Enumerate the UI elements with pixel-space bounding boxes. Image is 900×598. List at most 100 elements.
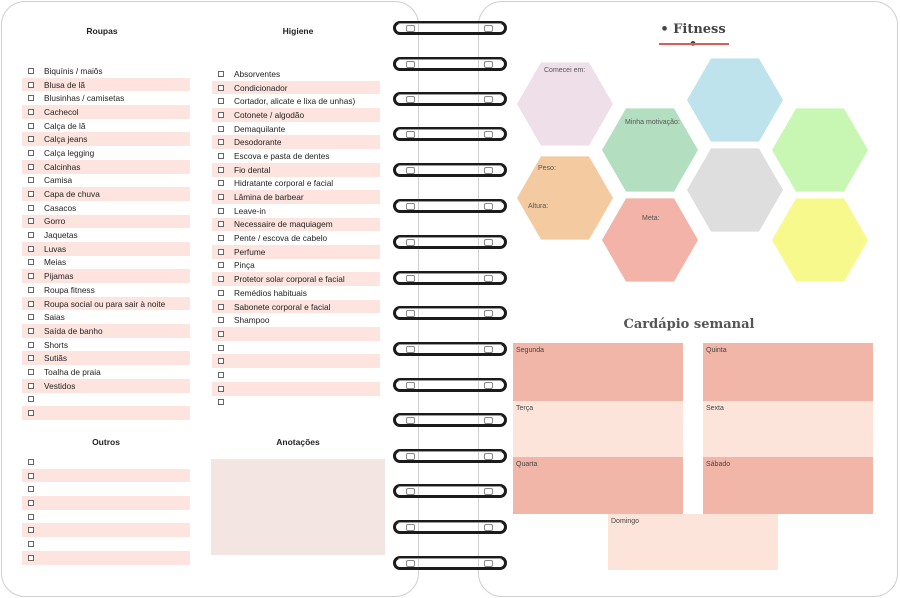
checkbox[interactable]: [218, 276, 224, 283]
checkbox[interactable]: [28, 286, 34, 293]
checkbox[interactable]: [218, 344, 224, 351]
checkbox[interactable]: [28, 108, 34, 115]
checkbox[interactable]: [218, 221, 224, 228]
anotacoes-box[interactable]: [211, 459, 385, 555]
checkbox[interactable]: [28, 191, 34, 198]
checkbox[interactable]: [28, 122, 34, 129]
day-box-quinta[interactable]: Quinta: [703, 343, 873, 401]
checkbox[interactable]: [28, 327, 34, 334]
fitness-hexagon[interactable]: [772, 108, 868, 192]
checkbox[interactable]: [218, 180, 224, 187]
checklist-item: Roupa fitness: [22, 283, 190, 297]
fitness-hexagon-label: Altura:: [528, 203, 548, 210]
checkbox[interactable]: [218, 207, 224, 214]
fitness-hexagon[interactable]: [517, 156, 613, 240]
checklist-item: [22, 468, 190, 483]
checklist-item-label: Pijamas: [44, 271, 74, 282]
fitness-hexagon[interactable]: [772, 198, 868, 282]
checklist-item-label: Remédios habituais: [234, 287, 307, 298]
checkbox[interactable]: [218, 248, 224, 255]
checkbox[interactable]: [218, 98, 224, 105]
checkbox[interactable]: [218, 358, 224, 365]
checkbox[interactable]: [28, 396, 34, 403]
checkbox[interactable]: [28, 67, 34, 74]
checklist-item-label: Cachecol: [44, 106, 79, 117]
checklist-item: Capa de chuva: [22, 187, 190, 201]
checkbox[interactable]: [218, 166, 224, 173]
checkbox[interactable]: [28, 499, 34, 506]
day-label-terca: Terça: [516, 405, 534, 412]
fitness-hexagon[interactable]: [687, 148, 783, 232]
checkbox[interactable]: [28, 204, 34, 211]
checkbox[interactable]: [28, 540, 34, 547]
checklist-item: Gorro: [22, 214, 190, 229]
fitness-hexagon[interactable]: [517, 62, 613, 146]
checkbox[interactable]: [218, 317, 224, 324]
checkbox[interactable]: [28, 273, 34, 280]
checklist-item: Meias: [22, 256, 190, 270]
checklist-item: Absorventes: [212, 67, 380, 81]
checklist-item-label: Protetor solar corporal e facial: [234, 274, 345, 285]
checklist-item: Saída de banho: [22, 324, 190, 338]
checkbox[interactable]: [28, 95, 34, 102]
checkbox[interactable]: [28, 513, 34, 520]
checklist-item: Condicionador: [212, 80, 380, 95]
day-box-quarta[interactable]: Quarta: [513, 457, 683, 514]
checkbox[interactable]: [28, 259, 34, 266]
checkbox[interactable]: [28, 410, 34, 417]
checkbox[interactable]: [28, 472, 34, 479]
checkbox[interactable]: [218, 289, 224, 296]
day-box-sexta[interactable]: Sexta: [703, 401, 873, 457]
checkbox[interactable]: [218, 111, 224, 118]
checkbox[interactable]: [218, 262, 224, 269]
day-box-sabado[interactable]: Sábado: [703, 457, 873, 514]
checkbox[interactable]: [218, 371, 224, 378]
checkbox[interactable]: [28, 81, 34, 88]
day-box-domingo[interactable]: Domingo: [608, 514, 778, 570]
checklist-item-label: Biquínis / maiôs: [44, 65, 103, 76]
fitness-hexagon-label: Meta:: [642, 215, 660, 222]
checklist-item-label: Blusinhas / camisetas: [44, 93, 125, 104]
checkbox[interactable]: [218, 385, 224, 392]
fitness-hexagon-label: Minha motivação:: [625, 119, 680, 126]
day-box-segunda[interactable]: Segunda: [513, 343, 683, 401]
checkbox[interactable]: [218, 139, 224, 146]
checkbox[interactable]: [28, 486, 34, 493]
checkbox[interactable]: [218, 194, 224, 201]
checkbox[interactable]: [218, 84, 224, 91]
fitness-hexagon[interactable]: [602, 198, 698, 282]
checklist-item: Vestidos: [22, 378, 190, 393]
checkbox[interactable]: [28, 136, 34, 143]
checklist-item: Sabonete corporal e facial: [212, 299, 380, 314]
checkbox[interactable]: [218, 125, 224, 132]
checklist-item: Blusa de lã: [22, 77, 190, 92]
checklist-item-label: Lâmina de barbear: [234, 192, 304, 203]
checkbox[interactable]: [28, 382, 34, 389]
checkbox[interactable]: [28, 458, 34, 465]
checkbox[interactable]: [28, 341, 34, 348]
day-box-terca[interactable]: Terça: [513, 401, 683, 457]
checkbox[interactable]: [218, 303, 224, 310]
checklist-item-label: Luvas: [44, 243, 67, 254]
checkbox[interactable]: [218, 399, 224, 406]
checkbox[interactable]: [218, 70, 224, 77]
checkbox[interactable]: [28, 232, 34, 239]
checkbox[interactable]: [28, 355, 34, 362]
fitness-hexagon[interactable]: [687, 58, 783, 142]
checkbox[interactable]: [218, 235, 224, 242]
checkbox[interactable]: [28, 368, 34, 375]
checkbox[interactable]: [28, 218, 34, 225]
checkbox[interactable]: [28, 300, 34, 307]
fitness-hexagon[interactable]: [602, 108, 698, 192]
checkbox[interactable]: [28, 314, 34, 321]
checkbox[interactable]: [28, 245, 34, 252]
checkbox[interactable]: [28, 177, 34, 184]
checkbox[interactable]: [218, 330, 224, 337]
checkbox[interactable]: [28, 149, 34, 156]
checkbox[interactable]: [28, 554, 34, 561]
checkbox[interactable]: [28, 163, 34, 170]
checkbox[interactable]: [28, 527, 34, 534]
checklist-item: Perfume: [212, 244, 380, 259]
checkbox[interactable]: [218, 152, 224, 159]
